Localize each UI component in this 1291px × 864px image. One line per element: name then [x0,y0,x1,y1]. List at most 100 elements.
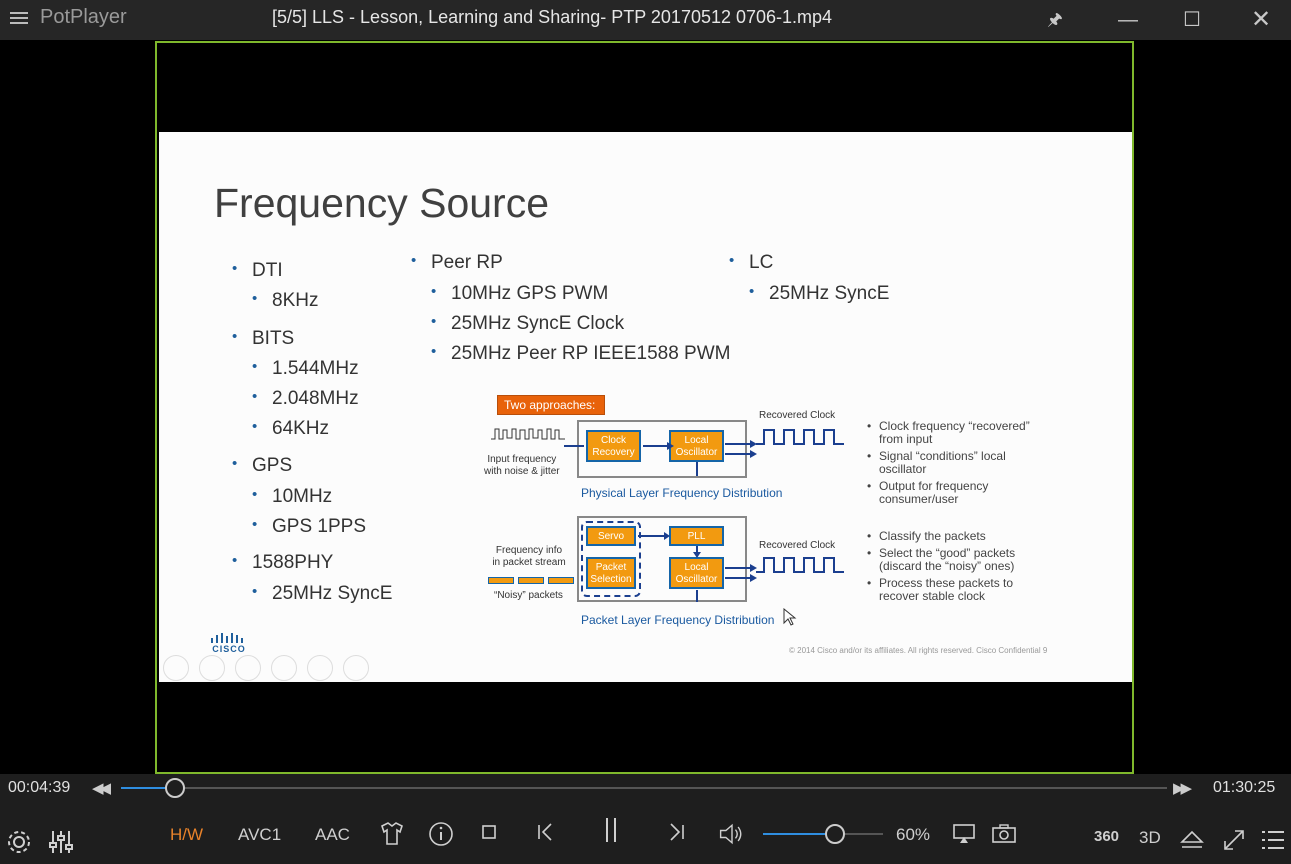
cisco-logo-text: CISCO [212,644,246,654]
bullet-item: 10MHz GPS PWM [431,283,608,305]
packet-icon [548,577,574,584]
cisco-logo: CISCO [209,632,249,656]
maximize-button[interactable]: ☐ [1183,9,1201,31]
cast-screen-icon[interactable] [950,820,978,848]
settings-gear-icon[interactable] [5,828,33,856]
physical-arrows [564,440,757,476]
packet-selection-box: Packet Selection [586,557,636,589]
bullet-item: 25MHz SyncE Clock [431,313,624,335]
next-icon[interactable] [663,818,691,846]
seek-slider[interactable] [121,778,1167,798]
fullscreen-icon[interactable] [1220,826,1248,854]
eject-icon[interactable] [1178,826,1206,854]
frequency-diagram: Two approaches: Input frequency with noi… [484,390,1044,630]
3d-button[interactable]: 3D [1139,828,1161,847]
bullet-item: 64KHz [252,418,329,440]
minimize-button[interactable]: — [1118,9,1138,31]
volume-icon[interactable] [718,820,746,848]
noisy-packets-label: “Noisy” packets [494,590,563,601]
control-bar: H/W AVC1 AAC 60% 360 3 [0,804,1291,864]
seek-bar-area: 00:04:39 ◀◀ ▶▶ 01:30:25 [0,774,1291,804]
equalizer-icon[interactable] [47,828,75,856]
slide-footer: © 2014 Cisco and/or its affiliates. All … [789,646,1048,655]
note-item: Signal “conditions” local oscillator [867,450,1039,476]
noisy-wave-icon [491,428,565,440]
seek-handle[interactable] [164,778,185,798]
servo-box: Servo [586,526,636,546]
bullet-item: 10MHz [252,486,332,508]
recovered-clock-label: Recovered Clock [759,410,836,421]
note-item: Classify the packets [867,530,1039,544]
note-item: Select the “good” packets (discard the “… [867,547,1039,573]
bullet-item: Peer RP [411,252,503,274]
bullet-item: 1588PHY [232,552,333,574]
packet-notes: Classify the packets Select the “good” p… [867,530,1039,607]
pause-icon[interactable] [597,816,625,844]
slide-next-icon [199,655,225,681]
slide-grid-icon [271,655,297,681]
packet-local-oscillator-box: Local Oscillator [669,557,724,589]
physical-frame [577,420,747,478]
bullet-item: BITS [232,328,294,350]
physical-notes: Clock frequency “recovered” from input S… [867,420,1039,510]
bullet-item: DTI [232,260,282,282]
skin-shirt-icon[interactable] [378,820,406,848]
packet-frame [577,516,747,602]
note-item: Output for frequency consumer/user [867,480,1039,506]
clock-recovery-box: Clock Recovery [586,430,641,462]
packet-icon [488,577,514,584]
menu-icon[interactable] [8,9,30,29]
video-slide: Frequency Source DTI 8KHz BITS 1.544MHz … [159,132,1132,682]
video-codec-button[interactable]: AVC1 [238,825,282,844]
clean-wave-icon [756,429,844,445]
slide-pen-icon [235,655,261,681]
packet-arrows [638,532,757,602]
pin-icon[interactable]: 🖈 [1047,10,1063,29]
vr-360-button[interactable]: 360 [1094,828,1120,845]
bullet-item: LC [729,252,774,274]
window-title: [5/5] LLS - Lesson, Learning and Sharing… [272,7,833,27]
fast-forward-button[interactable]: ▶▶ [1173,780,1192,797]
slide-more-icon [343,655,369,681]
current-time: 00:04:39 [8,779,71,796]
total-time: 01:30:25 [1213,779,1276,796]
stop-icon[interactable] [474,818,502,846]
bullet-item: 8KHz [252,290,319,312]
info-icon[interactable] [427,820,455,848]
pll-box: PLL [669,526,724,546]
playlist-icon[interactable] [1259,826,1287,854]
seek-progress [121,787,175,789]
audio-codec-button[interactable]: AAC [315,825,350,844]
previous-icon[interactable] [531,818,559,846]
bullet-item: 25MHz Peer RP IEEE1588 PWM [431,343,731,365]
bullet-item: 25MHz SyncE [749,283,889,305]
slide-title: Frequency Source [214,180,550,226]
hw-decode-button[interactable]: H/W [170,825,204,844]
volume-slider[interactable] [763,824,883,844]
mouse-cursor-icon [783,608,797,626]
packet-caption: Packet Layer Frequency Distribution [581,613,775,627]
screenshot-camera-icon[interactable] [990,820,1018,848]
packet-input-label: Frequency info in packet stream [492,545,566,568]
approaches-tag: Two approaches: [497,395,605,415]
packet-clean-wave-icon [756,557,844,573]
bullet-item: 1.544MHz [252,358,359,380]
rewind-button[interactable]: ◀◀ [92,780,111,797]
slide-zoom-icon [307,655,333,681]
physical-caption: Physical Layer Frequency Distribution [581,486,783,500]
title-bar: PotPlayer [5/5] LLS - Lesson, Learning a… [0,0,1291,40]
app-name[interactable]: PotPlayer [40,6,127,28]
bullet-item: 2.048MHz [252,388,359,410]
note-item: Clock frequency “recovered” from input [867,420,1039,446]
packet-recovered-clock-label: Recovered Clock [759,540,836,551]
video-area[interactable]: Frequency Source DTI 8KHz BITS 1.544MHz … [155,41,1134,774]
volume-level [763,833,835,835]
bullet-item: GPS [232,455,292,477]
slide-prev-icon [163,655,189,681]
packet-dashed-group [581,521,641,597]
volume-percent: 60% [896,825,931,844]
volume-handle[interactable] [825,824,845,844]
close-button[interactable]: ✕ [1250,6,1272,33]
packet-icon [518,577,544,584]
bullet-item: GPS 1PPS [252,516,366,538]
